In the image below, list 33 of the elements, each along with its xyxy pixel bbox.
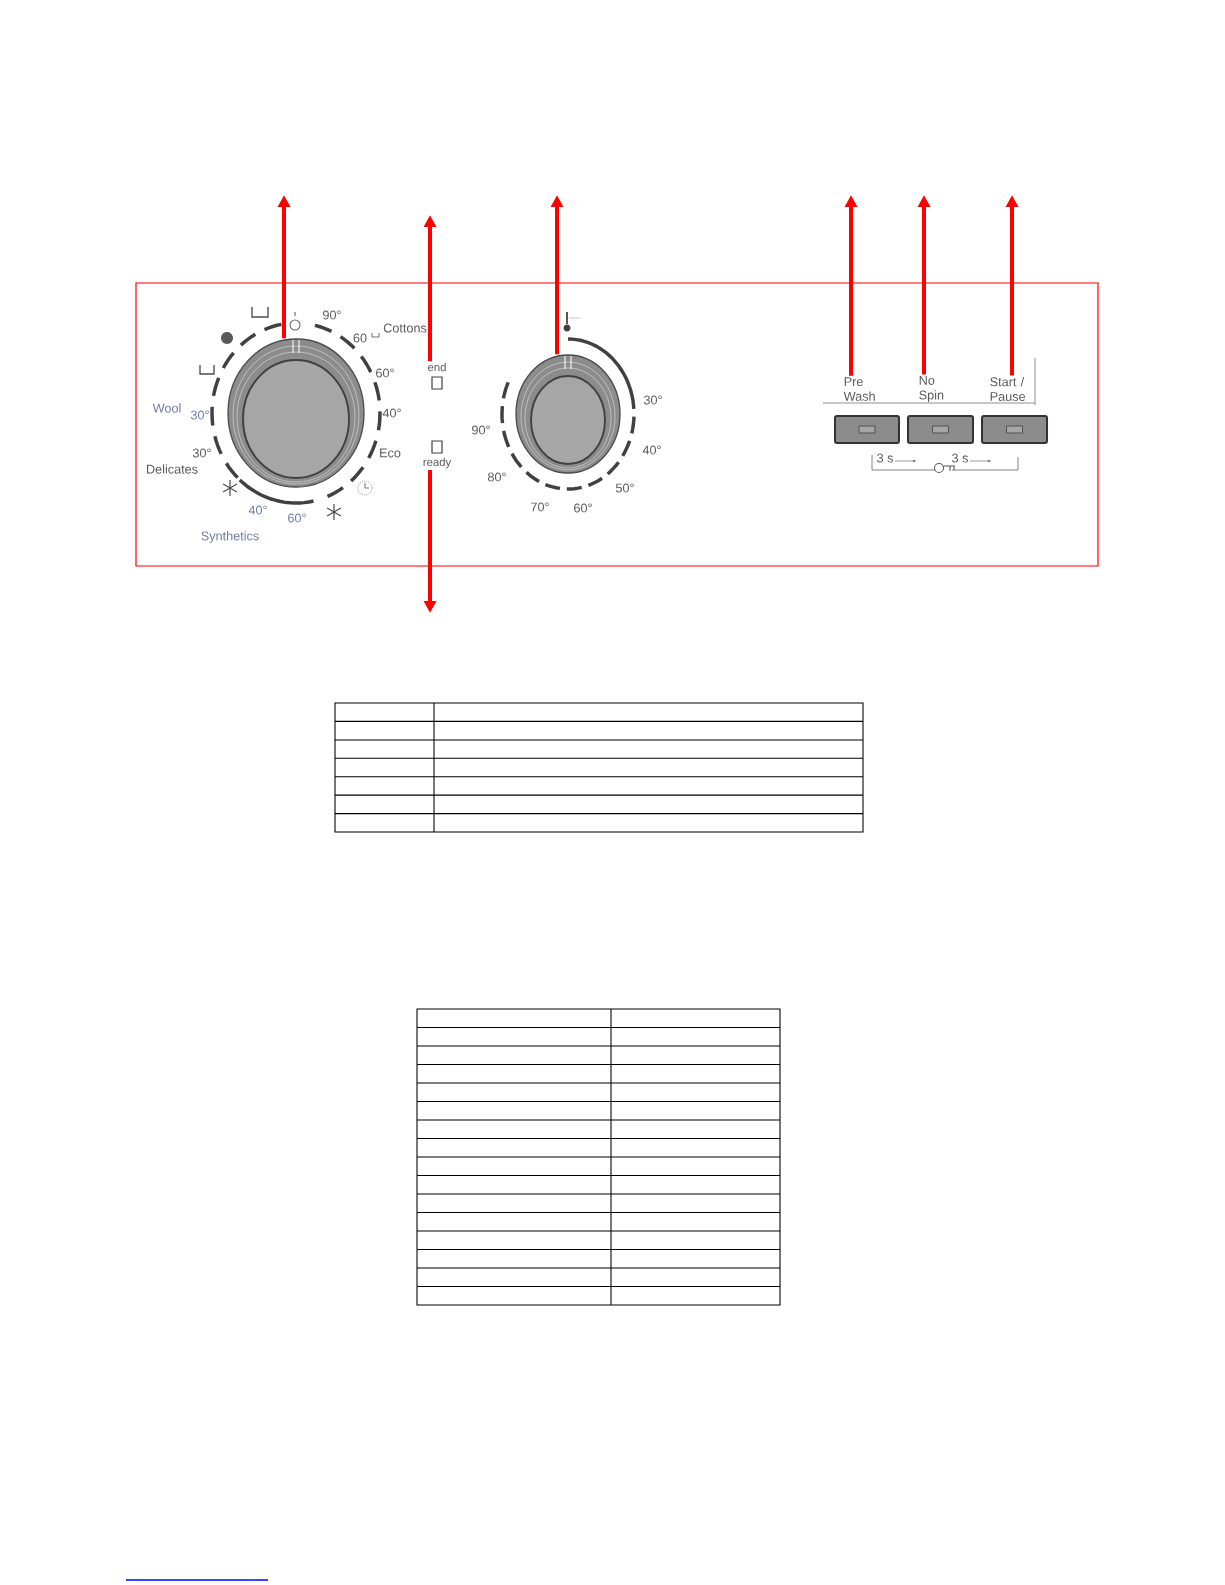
scale-label: 90°	[472, 425, 490, 435]
node-label: No Spin	[919, 376, 944, 403]
push-button: Pre Wash	[834, 377, 900, 444]
scale-label: Wool	[152, 403, 181, 413]
scale-label: Synthetics	[201, 531, 259, 543]
node-label: ready	[423, 457, 452, 469]
scale-label: 60°	[376, 368, 394, 378]
scale-label: Delicates	[147, 464, 198, 474]
scale-label: 50°	[615, 483, 634, 493]
scale-label: Eco	[380, 448, 401, 458]
scale-label: 90°	[323, 310, 341, 320]
node-label: Start / Pause	[990, 377, 1026, 401]
scale-label: 60°	[288, 513, 306, 523]
scale-label: 40°	[642, 445, 661, 455]
scale-label: 60	[353, 333, 367, 343]
scale-label: 80°	[487, 472, 506, 482]
scale-label: 3 s	[877, 453, 893, 463]
push-button: No Spin	[907, 376, 974, 444]
scale-label: 70°	[531, 502, 549, 512]
indicator-light: end	[428, 362, 446, 390]
scale-label: 60°	[574, 503, 592, 513]
node-label: end	[428, 362, 446, 372]
node-label: Pre Wash	[843, 377, 875, 401]
scale-label: 30°	[643, 395, 662, 405]
push-button: Start / Pause	[981, 377, 1048, 444]
scale-label: 30°	[192, 448, 211, 458]
scale-label: 40°	[248, 505, 267, 515]
scale-label: Cottons	[383, 323, 427, 333]
indicator-light: ready	[423, 440, 452, 469]
rotary-knob	[515, 354, 621, 474]
scale-label: 3 s	[952, 453, 968, 463]
scale-label: 30°	[190, 410, 209, 420]
scale-label: 40°	[382, 408, 401, 418]
